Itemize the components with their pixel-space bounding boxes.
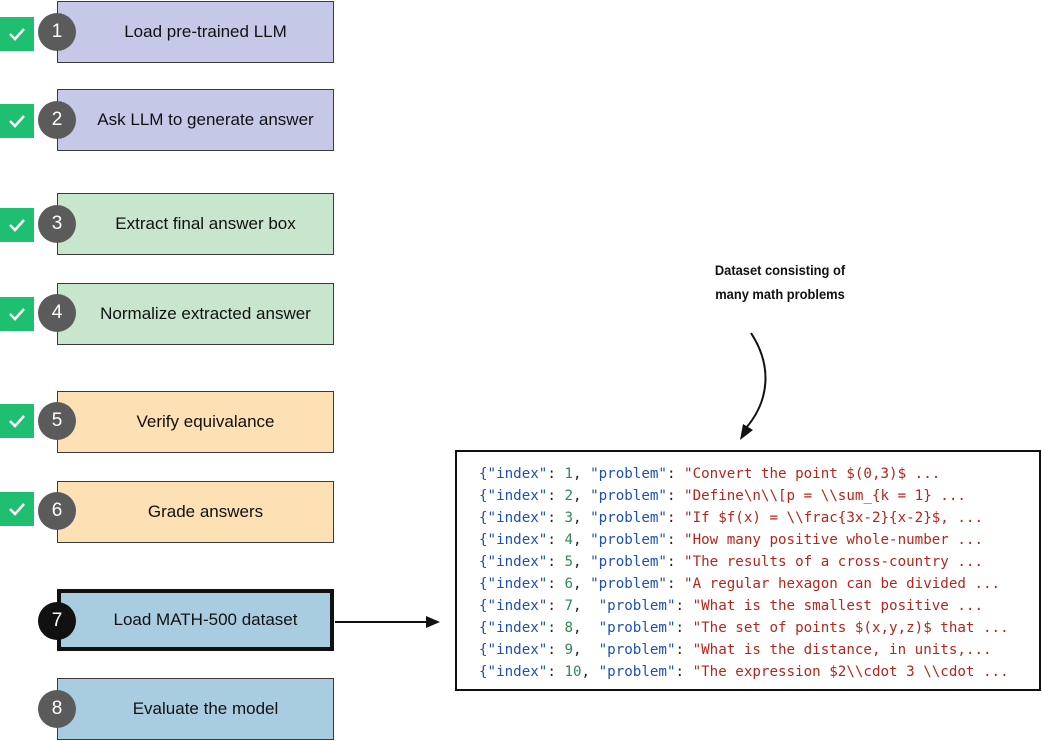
checkmark-icon [0,208,34,242]
dataset-row: {"index": 1, "problem": "Convert the poi… [479,466,941,482]
step-number-badge: 7 [38,602,76,640]
step-label: Grade answers [147,502,264,521]
step-number-badge: 3 [38,205,76,243]
dataset-row: {"index": 10, "problem": "The expression… [479,664,1009,680]
dataset-row: {"index": 5, "problem": "The results of … [479,554,984,570]
step-ask-llm: Ask LLM to generate answer [57,89,334,151]
step-evaluate-model: Evaluate the model [57,678,334,740]
checkmark-icon [0,104,34,138]
checkmark-icon [0,297,34,331]
step-label: Load MATH-500 dataset [113,610,298,629]
step-label: Ask LLM to generate answer [97,110,314,129]
dataset-row: {"index": 7, "problem": "What is the sma… [479,598,984,614]
checkmark-icon [0,404,34,438]
step-normalize-answer: Normalize extracted answer [57,283,334,345]
step-label: Normalize extracted answer [100,304,311,323]
checkmark-icon [0,492,34,526]
step-number-badge: 8 [38,690,76,728]
curved-arrow-down-icon [740,332,767,440]
step-number-badge: 1 [38,13,76,51]
dataset-annotation: Dataset consisting of many math problems [660,258,899,306]
step-load-pretrained-llm: Load pre-trained LLM [57,1,334,63]
annotation-line-1: Dataset consisting of [714,262,846,278]
step-load-math500-dataset: Load MATH-500 dataset [57,589,334,651]
step-number-badge: 4 [38,294,76,332]
annotation-line-2: many math problems [715,286,845,302]
step-label: Load pre-trained LLM [124,22,287,41]
step-grade-answers: Grade answers [57,481,334,543]
dataset-row: {"index": 4, "problem": "How many positi… [479,532,984,548]
dataset-row: {"index": 6, "problem": "A regular hexag… [479,576,1001,592]
step-label: Evaluate the model [132,699,279,718]
checkmark-icon [0,17,34,51]
dataset-row: {"index": 3, "problem": "If $f(x) = \\fr… [479,510,984,526]
step-extract-answer: Extract final answer box [57,193,334,255]
dataset-row: {"index": 2, "problem": "Define\n\\[p = … [479,488,966,504]
step-verify-equivalence: Verify equivalance [57,391,334,453]
step-number-badge: 5 [38,402,76,440]
step-number-badge: 2 [38,101,76,139]
step-number-badge: 6 [38,492,76,530]
arrow-right-icon [335,616,440,628]
dataset-row: {"index": 8, "problem": "The set of poin… [479,620,1009,636]
dataset-row: {"index": 9, "problem": "What is the dis… [479,642,992,658]
step-label: Verify equivalance [136,412,275,431]
step-label: Extract final answer box [115,214,296,233]
dataset-preview: {"index": 1, "problem": "Convert the poi… [455,450,1041,691]
